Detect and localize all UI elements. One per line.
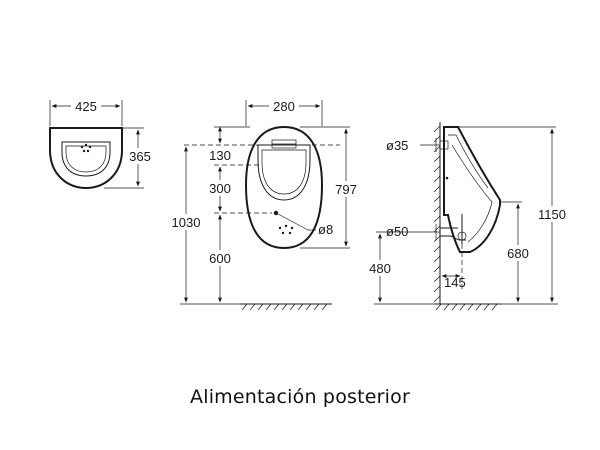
- side-view-bowl: [451, 144, 493, 243]
- outlet-diameter-label: ø50: [386, 224, 408, 239]
- top-width-label: 425: [75, 99, 97, 114]
- top-view-bowl-inner: [65, 145, 107, 173]
- top-depth-label: 365: [129, 149, 151, 164]
- hole-diameter-label: ø8: [318, 222, 333, 237]
- top-view-outline: [49, 127, 123, 190]
- top-view-bowl: [61, 141, 111, 177]
- front-floor-hatch: [241, 303, 328, 311]
- top-view: 425 365: [49, 97, 155, 190]
- front-view-body: [244, 125, 324, 250]
- side-view-body: [443, 126, 501, 253]
- front-drain-dots: [278, 224, 294, 235]
- dimension-130-label: 130: [209, 148, 231, 163]
- dimension-480-label: 480: [369, 261, 391, 276]
- fixing-hole: [273, 210, 279, 216]
- dimension-145-label: 145: [444, 275, 466, 290]
- dimension-600-label: 600: [209, 251, 231, 266]
- side-view: ø35 ø50 480 145 680 1150: [363, 122, 572, 311]
- side-trap: [440, 214, 466, 244]
- drain-dots: [80, 143, 92, 153]
- dimension-300-label: 300: [209, 181, 231, 196]
- dimension-797-label: 797: [335, 182, 357, 197]
- dimension-680-label: 680: [507, 246, 529, 261]
- dimension-1150-label: 1150: [538, 207, 566, 222]
- front-view-rim: [257, 144, 311, 201]
- inlet-diameter-label: ø35: [386, 138, 408, 153]
- wall-hatch: [433, 125, 441, 303]
- side-floor-hatch: [435, 303, 498, 311]
- front-width-label: 280: [273, 99, 295, 114]
- hole-leader: [277, 213, 309, 231]
- dimension-1030-label: 1030: [172, 215, 201, 230]
- drawing-caption: Alimentación posterior: [190, 386, 410, 408]
- front-view: 280 130 300 600 1030 797 ø8: [166, 97, 363, 311]
- front-view-rim-inner: [261, 149, 307, 195]
